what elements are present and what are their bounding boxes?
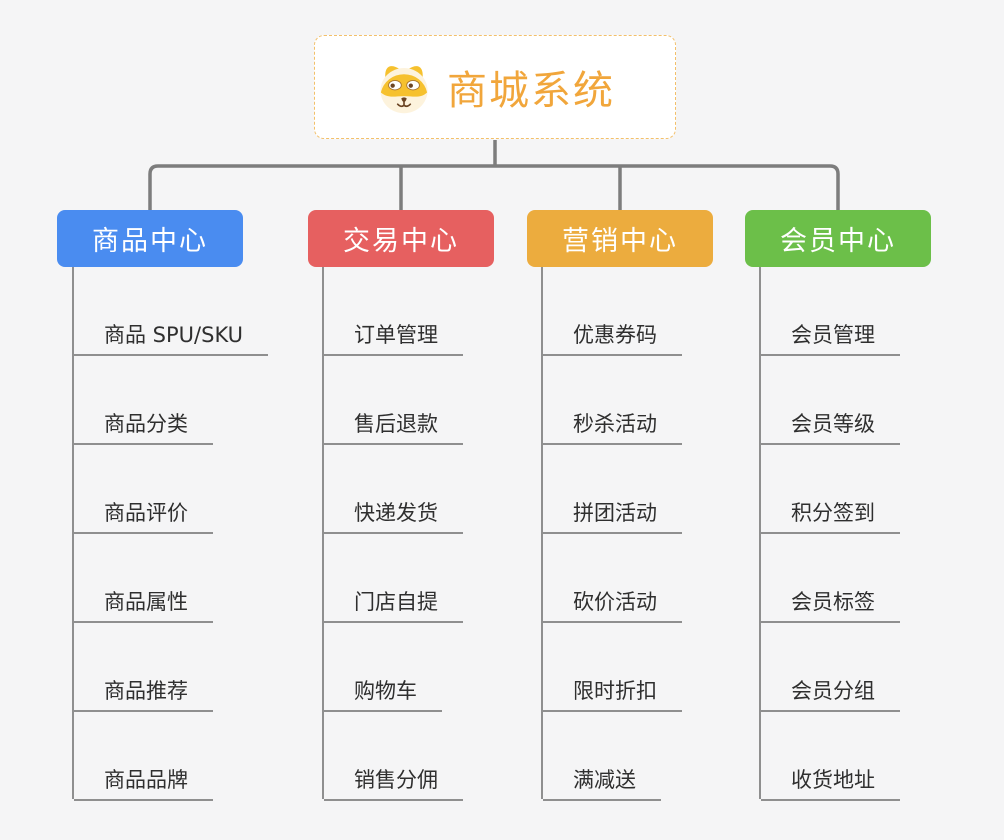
leaf-node[interactable]: 售后退款 [324, 409, 463, 445]
leaf-node[interactable]: 门店自提 [324, 587, 463, 623]
leaf-node[interactable]: 商品评价 [74, 498, 213, 534]
leaf-node[interactable]: 购物车 [324, 676, 442, 712]
branch-label: 营销中心 [562, 226, 678, 257]
leaf-node[interactable]: 会员分组 [761, 676, 900, 712]
branch-label: 会员中心 [780, 226, 896, 257]
leaf-node[interactable]: 快递发货 [324, 498, 463, 534]
dog-face-icon [380, 66, 428, 114]
leaf-node[interactable]: 会员标签 [761, 587, 900, 623]
leaf-node[interactable]: 商品 SPU/SKU [74, 320, 269, 356]
leaf-column-member: 会员管理 会员等级 积分签到 会员标签 会员分组 收货地址 [759, 267, 969, 801]
leaf-column-trade: 订单管理 售后退款 快递发货 门店自提 购物车 销售分佣 [322, 267, 532, 801]
leaf-node[interactable]: 商品推荐 [74, 676, 213, 712]
branch-label: 商品中心 [92, 226, 208, 257]
root-title: 商城系统 [447, 68, 615, 114]
leaf-node[interactable]: 收货地址 [761, 765, 900, 801]
root-node[interactable]: 商城系统 [314, 35, 676, 139]
leaf-node[interactable]: 限时折扣 [543, 676, 682, 712]
leaf-node[interactable]: 商品属性 [74, 587, 213, 623]
leaf-node[interactable]: 订单管理 [324, 320, 463, 356]
leaf-node[interactable]: 砍价活动 [543, 587, 682, 623]
branch-node-marketing-center[interactable]: 营销中心 [527, 210, 713, 267]
branch-label: 交易中心 [343, 226, 459, 257]
leaf-column-product: 商品 SPU/SKU 商品分类 商品评价 商品属性 商品推荐 商品品牌 [72, 267, 282, 801]
leaf-node[interactable]: 销售分佣 [324, 765, 463, 801]
leaf-column-marketing: 优惠券码 秒杀活动 拼团活动 砍价活动 限时折扣 满减送 [541, 267, 751, 801]
leaf-node[interactable]: 积分签到 [761, 498, 900, 534]
leaf-node[interactable]: 满减送 [543, 765, 661, 801]
leaf-node[interactable]: 拼团活动 [543, 498, 682, 534]
branch-node-member-center[interactable]: 会员中心 [745, 210, 931, 267]
leaf-node[interactable]: 优惠券码 [543, 320, 682, 356]
leaf-node[interactable]: 商品分类 [74, 409, 213, 445]
leaf-node[interactable]: 商品品牌 [74, 765, 213, 801]
leaf-node[interactable]: 会员等级 [761, 409, 900, 445]
leaf-node[interactable]: 秒杀活动 [543, 409, 682, 445]
leaf-node[interactable]: 会员管理 [761, 320, 900, 356]
branch-node-trade-center[interactable]: 交易中心 [308, 210, 494, 267]
branch-node-product-center[interactable]: 商品中心 [57, 210, 243, 267]
